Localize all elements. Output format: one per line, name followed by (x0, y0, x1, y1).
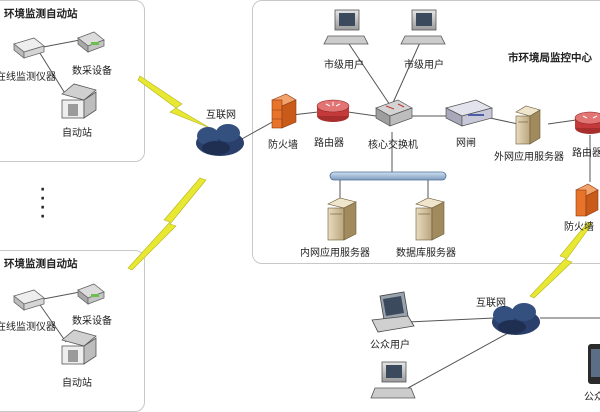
external-server-label: 外网应用服务器 (494, 152, 564, 163)
station-top-links (37, 39, 81, 96)
router-1-icon (316, 99, 350, 122)
internet-left-label: 互联网 (206, 110, 236, 121)
auto-station-top-icon (61, 83, 97, 119)
lightning-link-bottom (127, 177, 207, 271)
public-label-2: 公众 (584, 392, 600, 403)
router-1-label: 路由器 (314, 138, 344, 149)
station-bottom-station-label: 自动站 (62, 378, 92, 389)
gateway-icon (445, 99, 493, 127)
center-title: 市环境局监控中心 (508, 52, 592, 64)
database-server-label: 数据库服务器 (396, 248, 456, 259)
intranet-server-label: 内网应用服务器 (300, 248, 370, 259)
firewall-2-label: 防火墙 (564, 222, 594, 233)
intranet-server-icon (327, 197, 357, 241)
data-collector-top-icon (77, 31, 105, 53)
station-bottom-links (37, 291, 81, 343)
city-user-pc-2-icon (400, 9, 446, 45)
public-links (407, 317, 600, 389)
station-top-monitor-label: 在线监测仪器 (0, 72, 56, 83)
city-user-1-label: 市级用户 (324, 60, 364, 71)
lightning-link-top (137, 75, 211, 129)
monitor-instrument-top-icon (13, 37, 45, 59)
router-2-icon (574, 111, 600, 134)
firewall-2-icon (575, 183, 599, 217)
station-top-collector-label: 数采设备 (72, 66, 112, 77)
router-2-label: 路由器 (572, 148, 600, 159)
station-top-title: 环境监测自动站 (4, 8, 78, 20)
internet-right-label: 互联网 (476, 298, 506, 309)
public-user-laptop-icon (371, 291, 415, 333)
database-server-icon (415, 197, 445, 241)
station-panel-top (0, 0, 145, 162)
more-stations-ellipsis: ···· (40, 182, 46, 225)
core-switch-label: 核心交换机 (368, 140, 418, 151)
external-app-server-icon (515, 105, 541, 145)
network-diagram-svg (13, 9, 600, 399)
station-bottom-monitor-label: 在线监测仪器 (0, 322, 56, 333)
mobile-phone-icon (588, 344, 600, 384)
station-bottom-title: 环境监测自动站 (4, 258, 78, 270)
data-collector-bottom-icon (77, 283, 105, 305)
station-top-station-label: 自动站 (62, 128, 92, 139)
firewall-1-label: 防火墙 (268, 140, 298, 151)
station-bottom-collector-label: 数采设备 (72, 316, 112, 327)
gateway-label: 网闸 (456, 138, 476, 149)
city-user-pc-1-icon (323, 9, 369, 45)
lightning-link-right (529, 221, 593, 299)
center-links (239, 37, 591, 205)
auto-station-bottom-icon (61, 329, 97, 365)
city-user-2-label: 市级用户 (404, 60, 444, 71)
public-user-label: 公众用户 (370, 340, 410, 351)
lan-bus (329, 171, 447, 181)
internet-cloud-left-icon (196, 124, 244, 156)
internet-cloud-right-icon (492, 303, 540, 335)
core-switch-icon (375, 99, 413, 127)
firewall-1-icon (271, 93, 297, 129)
monitor-instrument-bottom-icon (13, 289, 45, 311)
public-pc-icon (370, 361, 416, 399)
